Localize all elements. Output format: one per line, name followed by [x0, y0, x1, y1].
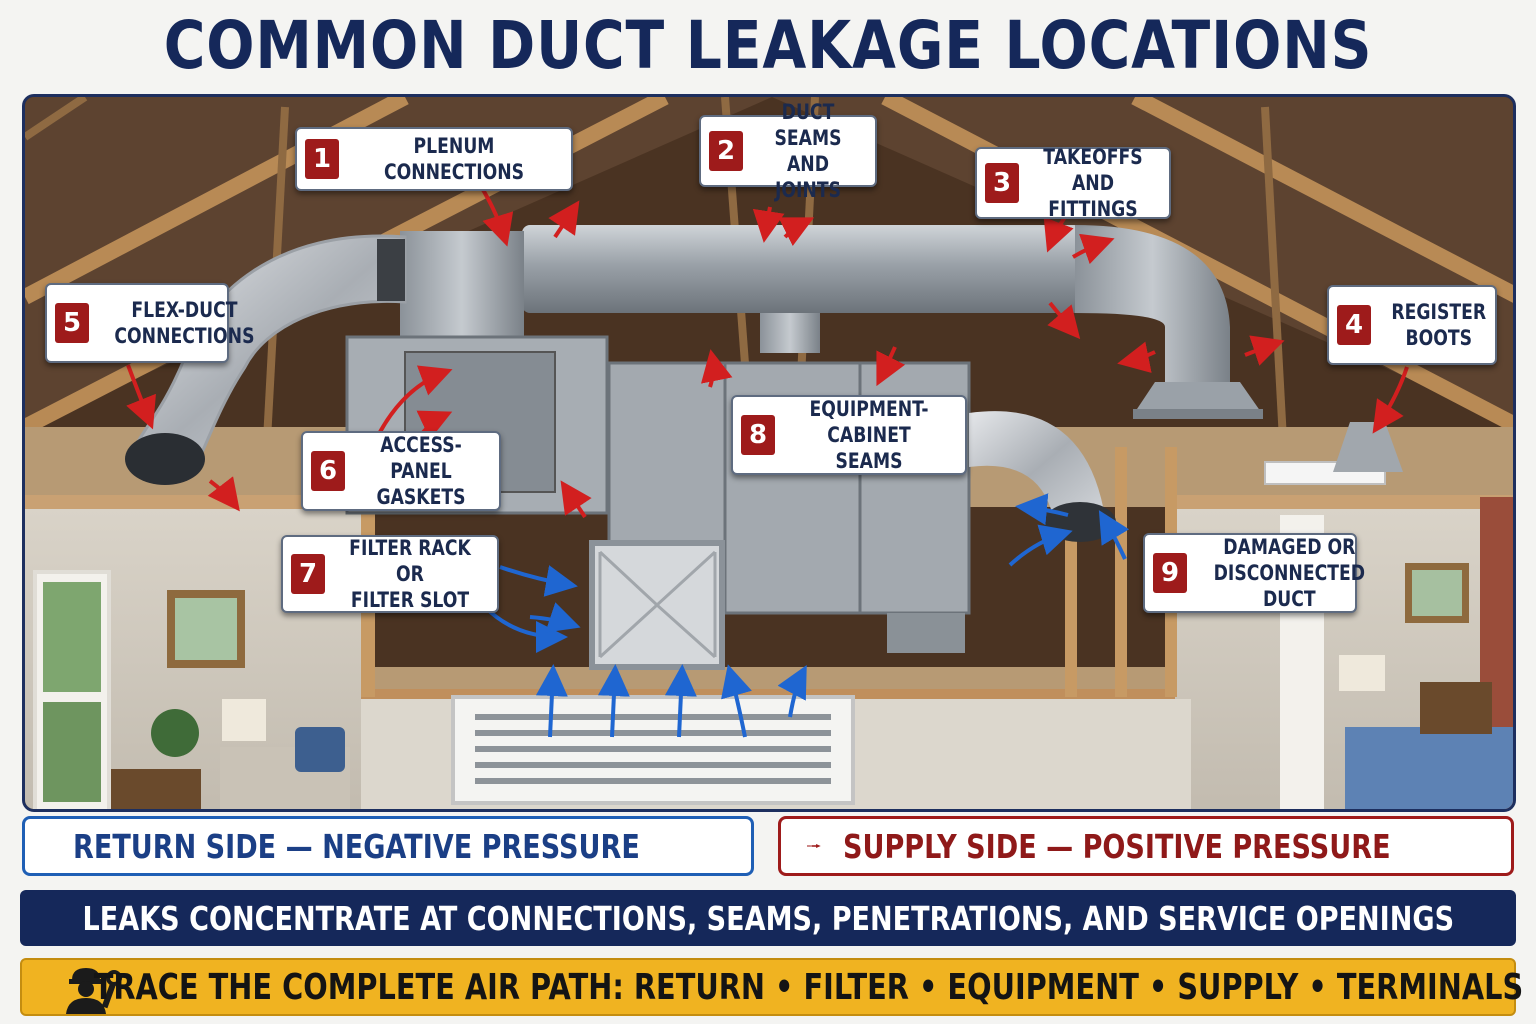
- callout-label: ACCESS-PANEL GASKETS: [376, 433, 466, 509]
- callout-damaged-duct: 9 DAMAGED OR DISCONNECTED DUCT: [1143, 533, 1365, 613]
- callout-label: EQUIPMENT-CABINET SEAMS: [809, 397, 929, 473]
- callout-access-panel: 6 ACCESS-PANEL GASKETS: [301, 431, 501, 511]
- callout-label: DUCT SEAMS AND JOINTS: [774, 100, 842, 202]
- summary-banner-text: LEAKS CONCENTRATE AT CONNECTIONS, SEAMS,…: [82, 898, 1454, 938]
- legend-return-label: RETURN SIDE — NEGATIVE PRESSURE: [73, 826, 640, 866]
- technician-wrench-icon: [66, 968, 122, 1014]
- footer-banner: TRACE THE COMPLETE AIR PATH: RETURN • FI…: [20, 958, 1523, 1016]
- red-arrow-icon: [807, 844, 821, 848]
- attic-cutaway-illustration: 1 PLENUM CONNECTIONS 2 DUCT SEAMS AND JO…: [22, 94, 1516, 812]
- callout-number: 8: [741, 415, 775, 455]
- legend-supply-label: SUPPLY SIDE — POSITIVE PRESSURE: [843, 826, 1391, 866]
- callout-number: 6: [311, 451, 345, 491]
- callout-cabinet-seams: 8 EQUIPMENT-CABINET SEAMS: [731, 395, 967, 475]
- callout-label: DAMAGED OR DISCONNECTED DUCT: [1213, 535, 1366, 611]
- callout-register-boots: 4 REGISTER BOOTS: [1327, 285, 1497, 365]
- footer-banner-text: TRACE THE COMPLETE AIR PATH: RETURN • FI…: [93, 966, 1523, 1008]
- legend-return-side: RETURN SIDE — NEGATIVE PRESSURE: [22, 816, 754, 876]
- callout-flex-duct: 5 FLEX-DUCT CONNECTIONS: [45, 283, 254, 363]
- page-title: COMMON DUCT LEAKAGE LOCATIONS: [163, 7, 1373, 84]
- callout-label: FLEX-DUCT CONNECTIONS: [114, 298, 255, 348]
- callout-number: 5: [55, 303, 89, 343]
- callout-label: FILTER RACK OR FILTER SLOT: [349, 536, 471, 612]
- callout-number: 1: [305, 139, 339, 179]
- callout-label: REGISTER BOOTS: [1391, 300, 1487, 350]
- callout-takeoffs-fittings: 3 TAKEOFFS AND FITTINGS: [975, 145, 1171, 221]
- callout-filter-rack: 7 FILTER RACK OR FILTER SLOT: [281, 535, 499, 613]
- callout-duct-seams: 2 DUCT SEAMS AND JOINTS: [699, 100, 877, 202]
- callout-label: PLENUM CONNECTIONS: [383, 134, 525, 184]
- callout-number: 3: [985, 163, 1019, 203]
- callout-number: 4: [1337, 305, 1371, 345]
- callout-label: TAKEOFFS AND FITTINGS: [1043, 145, 1143, 221]
- legend-supply-side: SUPPLY SIDE — POSITIVE PRESSURE: [778, 816, 1514, 876]
- callout-number: 7: [291, 554, 325, 594]
- callout-number: 2: [709, 131, 743, 171]
- callout-plenum-connections: 1 PLENUM CONNECTIONS: [295, 127, 573, 191]
- summary-banner: LEAKS CONCENTRATE AT CONNECTIONS, SEAMS,…: [20, 890, 1516, 946]
- callout-number: 9: [1153, 553, 1187, 593]
